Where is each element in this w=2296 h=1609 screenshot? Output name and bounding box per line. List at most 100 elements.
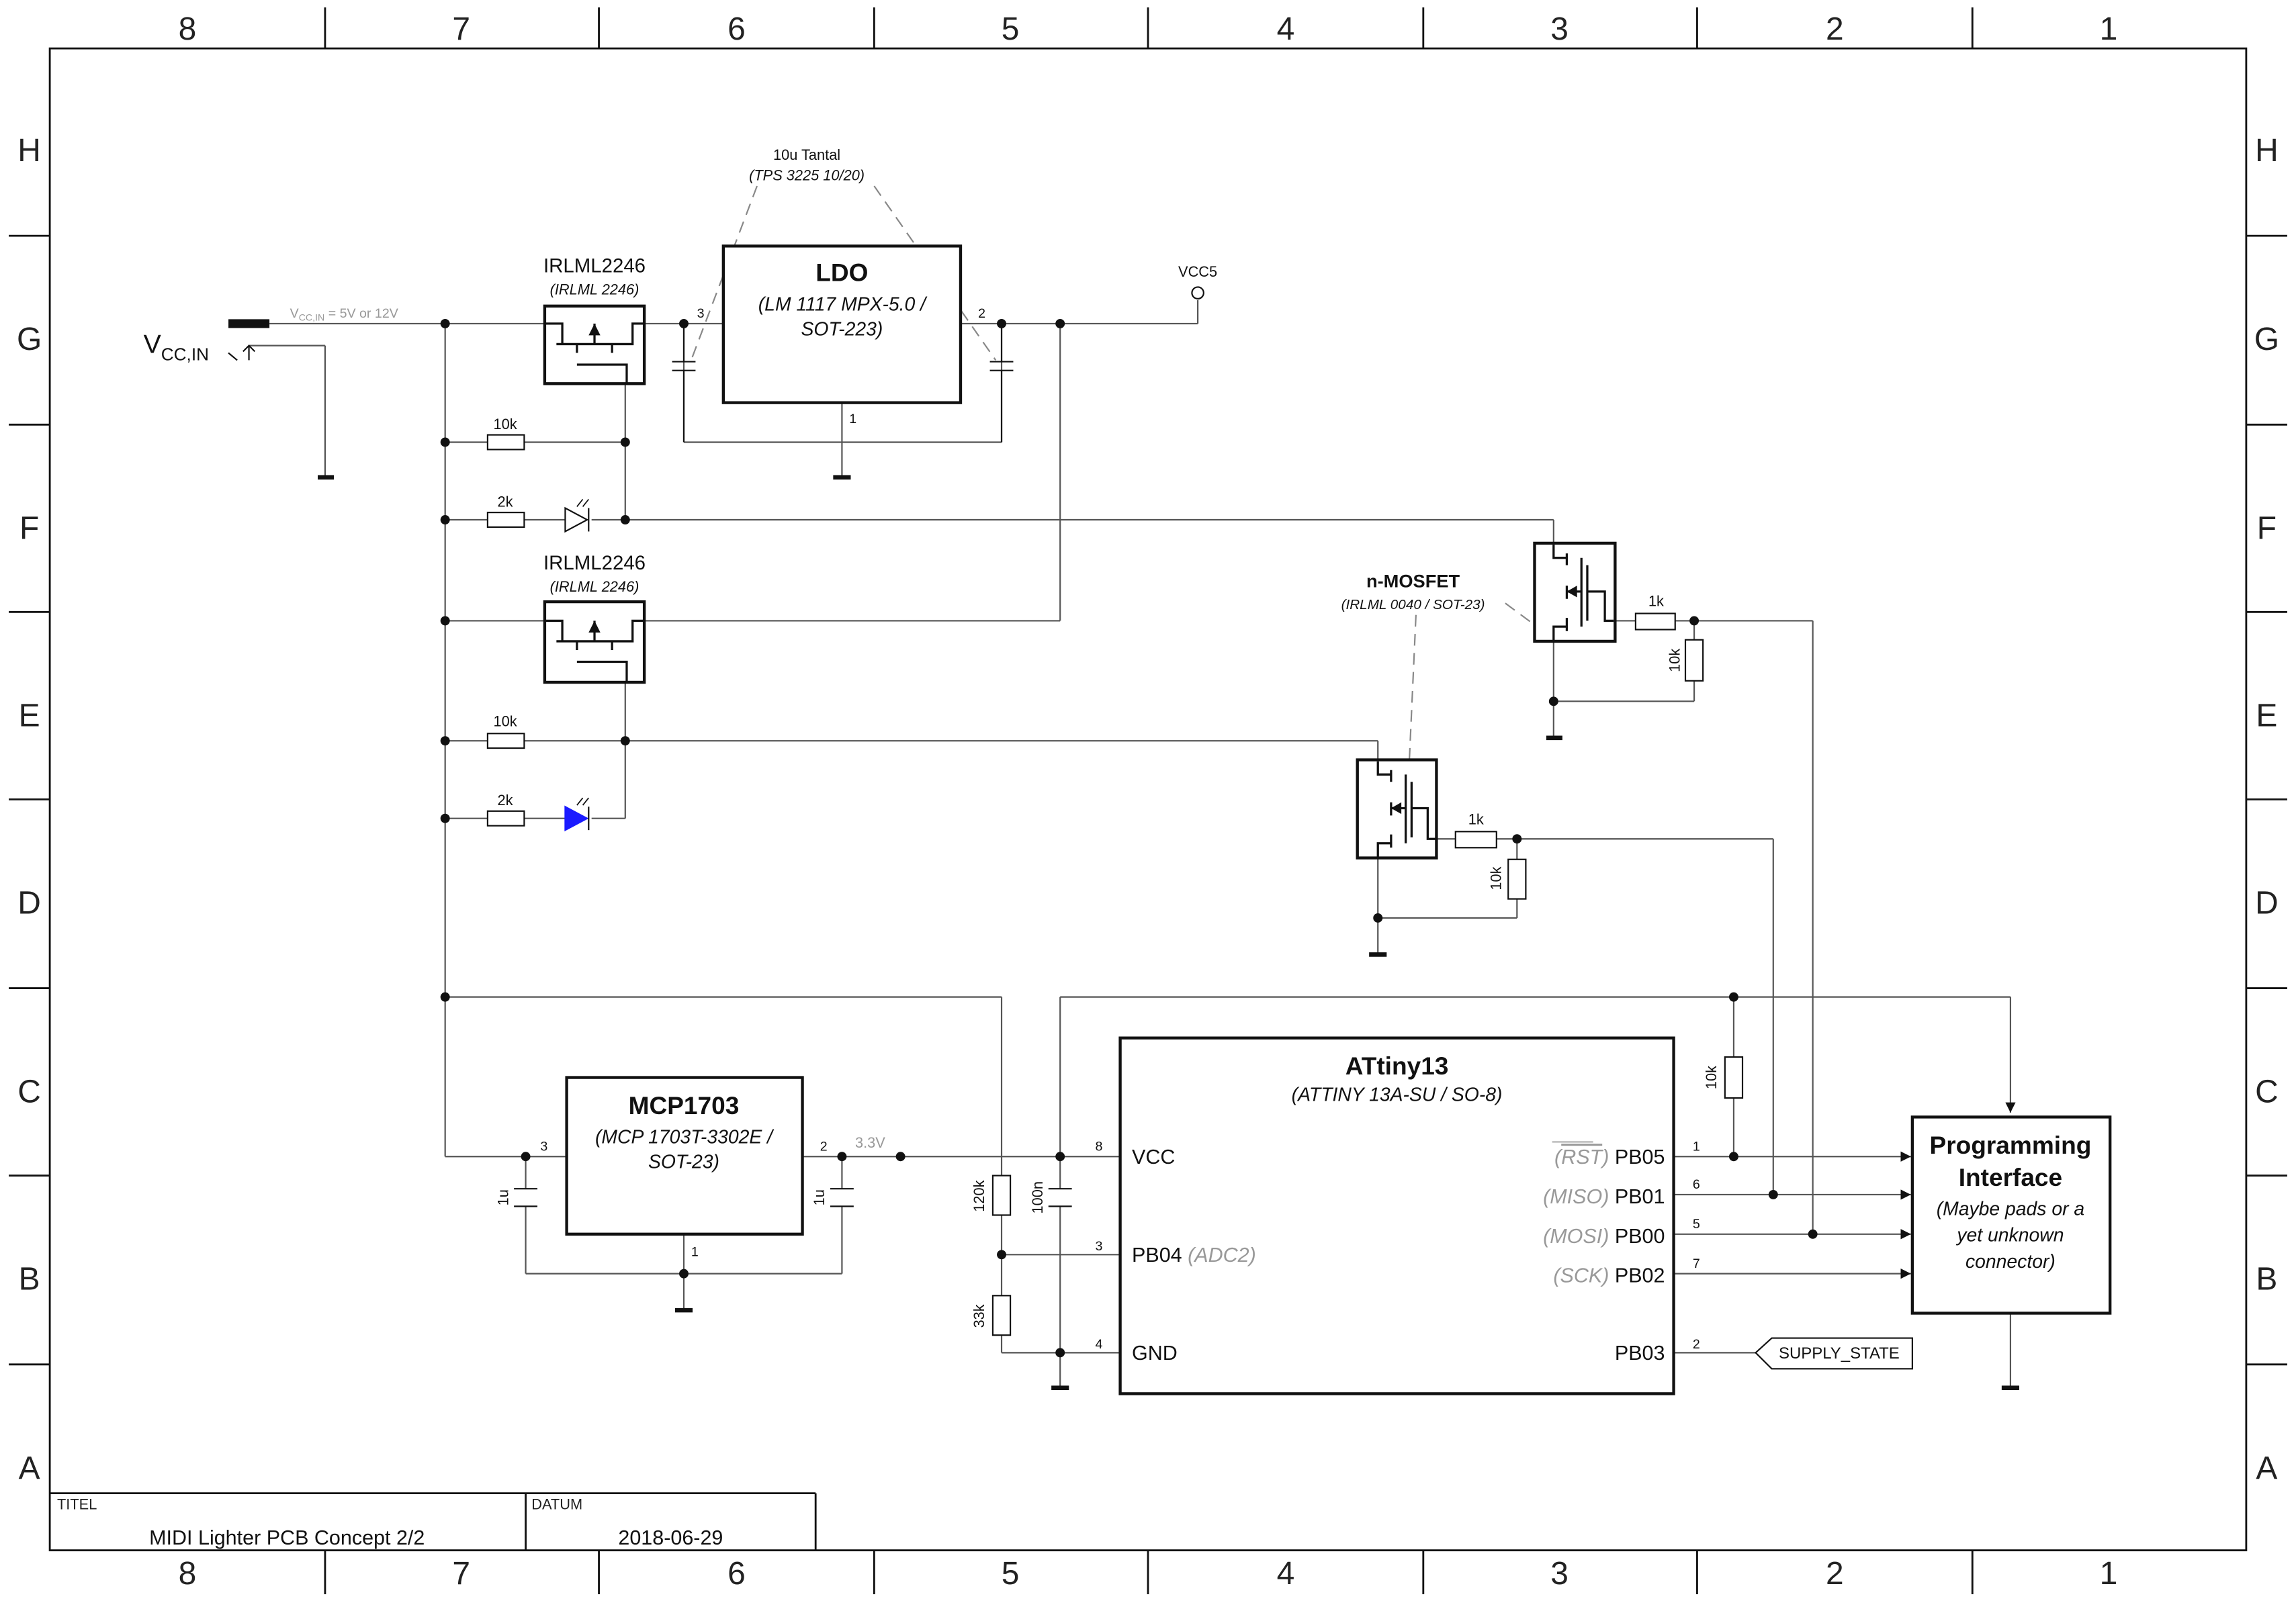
- pmos1-part: (IRLML 2246): [550, 281, 639, 297]
- svg-text:7: 7: [1693, 1256, 1700, 1271]
- svg-text:3: 3: [697, 306, 705, 321]
- svg-text:2: 2: [820, 1140, 828, 1154]
- titel-label: TITEL: [57, 1496, 97, 1513]
- nmos-note: n-MOSFET (IRLML 0040 / SOT-23): [1341, 570, 1485, 612]
- led-blue-icon: [564, 797, 590, 831]
- col-label-bottom: 6: [727, 1556, 746, 1592]
- frame-labels: 8 7 6 5 4 3 2 1 8 7 6 5 4 3 2 1 H G F E …: [17, 11, 2279, 1592]
- mcu-part: (ATTINY 13A-SU / SO-8): [1292, 1084, 1503, 1105]
- svg-text:n-MOSFET: n-MOSFET: [1366, 570, 1460, 591]
- svg-text:1: 1: [1693, 1140, 1700, 1154]
- resistor-1k-lower: 1k: [1454, 811, 1497, 849]
- col-label-top: 1: [2100, 11, 2118, 47]
- col-label-bottom: 1: [2100, 1556, 2118, 1592]
- svg-text:120k: 120k: [971, 1180, 987, 1211]
- col-label-top: 4: [1277, 11, 1295, 47]
- svg-text:(MOSI) PB00: (MOSI) PB00: [1543, 1225, 1665, 1248]
- mcp-title: MCP1703: [629, 1091, 740, 1119]
- svg-text:VCC5: VCC5: [1178, 263, 1217, 280]
- col-label-bottom: 4: [1277, 1556, 1295, 1592]
- nmos-switch-lower: [1356, 758, 1438, 860]
- vcc-in-net-label: VCC,IN = 5V or 12V: [290, 306, 398, 323]
- row-label-right: C: [2255, 1074, 2279, 1110]
- svg-text:5: 5: [1693, 1217, 1700, 1232]
- tantal-note: 10u Tantal (TPS 3225 10/20): [749, 146, 865, 184]
- col-label-bottom: 5: [1002, 1556, 1020, 1592]
- title-block: TITEL MIDI Lighter PCB Concept 2/2 DATUM…: [50, 1492, 817, 1551]
- v-out-label: 3.3V: [855, 1134, 885, 1151]
- svg-text:2k: 2k: [498, 792, 513, 809]
- col-label-top: 5: [1002, 11, 1020, 47]
- svg-text:10k: 10k: [493, 416, 517, 432]
- vcc-in-label: VCC,IN: [144, 330, 209, 365]
- row-label-left: H: [17, 133, 41, 169]
- svg-text:(MISO) PB01: (MISO) PB01: [1543, 1185, 1665, 1208]
- row-label-left: C: [17, 1074, 41, 1110]
- svg-text:Programming: Programming: [1930, 1131, 2092, 1159]
- attiny13-mcu: ATtiny13 (ATTINY 13A-SU / SO-8) VCC 8 PB…: [1096, 1036, 1700, 1395]
- svg-text:10k: 10k: [493, 712, 517, 729]
- resistor-10k-pullup: 10k: [1703, 1056, 1744, 1099]
- svg-text:PB03: PB03: [1615, 1342, 1665, 1365]
- ldo-line1: (LM 1117 MPX-5.0 /: [758, 293, 928, 315]
- drawing-frame: [9, 7, 2287, 1595]
- mcp-line1: (MCP 1703T-3302E /: [595, 1127, 775, 1148]
- led-white-icon: [564, 498, 590, 533]
- svg-text:2k: 2k: [498, 493, 513, 510]
- svg-text:10u Tantal: 10u Tantal: [773, 146, 840, 163]
- svg-text:(RST) PB05: (RST) PB05: [1554, 1146, 1665, 1168]
- mcp1703-regulator: MCP1703 (MCP 1703T-3302E / SOT-23) 3 2 1…: [540, 1076, 885, 1259]
- col-label-bottom: 8: [179, 1556, 197, 1592]
- col-label-bottom: 3: [1550, 1556, 1569, 1592]
- junction-dots: [440, 318, 1818, 1358]
- row-label-right: A: [2256, 1451, 2277, 1486]
- titel-value: MIDI Lighter PCB Concept 2/2: [149, 1526, 425, 1549]
- mcu-title: ATtiny13: [1345, 1052, 1449, 1080]
- resistor-10k-g: 10k: [486, 416, 525, 451]
- mcp-line2: SOT-23): [648, 1152, 719, 1173]
- col-label-top: 7: [452, 11, 470, 47]
- row-label-left: A: [19, 1451, 40, 1486]
- col-label-top: 6: [727, 11, 746, 47]
- svg-text:Interface: Interface: [1959, 1163, 2062, 1191]
- resistor-10k-upper: 10k: [1666, 639, 1704, 682]
- svg-text:VCC: VCC: [1132, 1146, 1175, 1168]
- row-label-right: F: [2257, 510, 2277, 546]
- cap-100n: 100n: [1029, 1181, 1072, 1214]
- datum-label: DATUM: [531, 1496, 582, 1513]
- resistor-1k-upper: 1k: [1634, 593, 1676, 631]
- vcc5-terminal: VCC5: [1178, 263, 1217, 300]
- svg-text:PB04 (ADC2): PB04 (ADC2): [1132, 1244, 1256, 1267]
- resistor-33k: 33k: [971, 1295, 1012, 1336]
- svg-text:yet unknown: yet unknown: [1955, 1225, 2064, 1246]
- svg-text:3: 3: [540, 1140, 547, 1154]
- svg-text:1: 1: [849, 412, 856, 426]
- ldo-line2: SOT-223): [801, 318, 883, 340]
- svg-text:(TPS 3225 10/20): (TPS 3225 10/20): [749, 167, 865, 183]
- nmos-switch-upper: [1533, 541, 1617, 643]
- row-label-left: D: [17, 885, 41, 921]
- row-label-left: E: [19, 698, 40, 733]
- svg-text:2: 2: [978, 306, 985, 321]
- svg-text:100n: 100n: [1029, 1181, 1046, 1213]
- svg-text:1: 1: [691, 1244, 699, 1259]
- row-label-right: D: [2255, 885, 2279, 921]
- wires: [249, 300, 2016, 1388]
- svg-text:2: 2: [1693, 1337, 1700, 1352]
- svg-text:6: 6: [1693, 1177, 1700, 1192]
- row-label-right: B: [2256, 1262, 2277, 1297]
- resistor-120k: 120k: [971, 1175, 1012, 1216]
- supply-state-net-label: SUPPLY_STATE: [1755, 1337, 1913, 1370]
- svg-text:4: 4: [1096, 1337, 1103, 1352]
- pmos1-name: IRLML2246: [543, 255, 646, 277]
- svg-text:10k: 10k: [1487, 866, 1504, 890]
- ldo-regulator: LDO (LM 1117 MPX-5.0 / SOT-223) 3 2 1: [697, 244, 985, 426]
- row-label-left: B: [19, 1262, 40, 1297]
- pmos-switch-2: IRLML2246 (IRLML 2246): [543, 552, 646, 684]
- resistor-2k-f: 2k: [486, 493, 525, 528]
- col-label-bottom: 2: [1826, 1556, 1844, 1592]
- svg-text:10k: 10k: [1703, 1066, 1720, 1089]
- col-label-top: 3: [1550, 11, 1569, 47]
- vcc-in-connector: VCC,IN VCC,IN = 5V or 12V: [144, 306, 398, 364]
